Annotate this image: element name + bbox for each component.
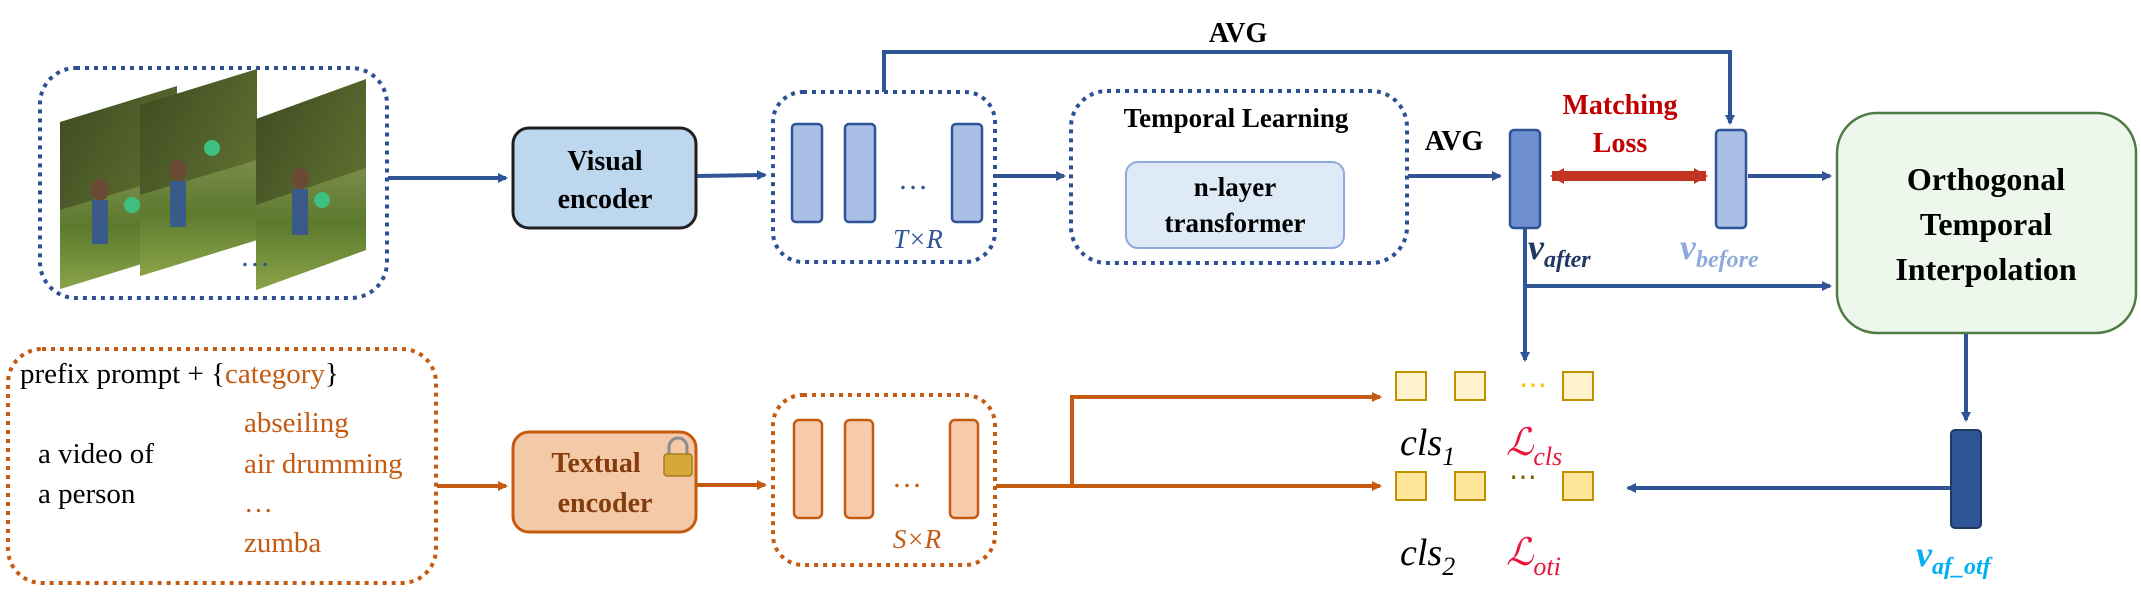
textual-token-ellipsis: … bbox=[892, 461, 922, 494]
textual-encoder: Textual encoder bbox=[511, 430, 698, 534]
oti-line1: Orthogonal bbox=[1907, 161, 2065, 197]
oti-line3: Interpolation bbox=[1895, 251, 2077, 287]
v-after-token bbox=[1508, 128, 1542, 230]
v-af-otf-label: vaf_otf bbox=[1916, 534, 1993, 580]
textual-token-n bbox=[948, 418, 980, 520]
visual-token-group: … T×R bbox=[771, 90, 997, 264]
textual-token-group: … S×R bbox=[771, 393, 997, 567]
arrow-text-to-cls1 bbox=[1070, 392, 1382, 486]
temporal-learning: Temporal Learning n-layer transformer bbox=[1069, 89, 1409, 265]
textual-token-box bbox=[771, 393, 997, 567]
temporal-learning-box bbox=[1069, 89, 1409, 265]
avg-top-label: AVG bbox=[1209, 18, 1268, 49]
textual-token-1 bbox=[792, 418, 824, 520]
textual-encoder-line2: encoder bbox=[558, 488, 653, 519]
cls2-dots: ⋯ bbox=[1509, 462, 1537, 493]
textual-token-dims: S×R bbox=[893, 524, 942, 554]
textual-encoder-line1: Textual bbox=[551, 448, 640, 479]
lock-icon bbox=[663, 436, 693, 477]
category-1: abseiling bbox=[244, 407, 349, 439]
oti-module: Orthogonal Temporal Interpolation bbox=[1835, 111, 2138, 335]
prompt-box bbox=[6, 347, 438, 585]
cls-row-1: ⋯ bbox=[1395, 370, 1594, 401]
l-oti-label: ℒoti bbox=[1506, 532, 1561, 581]
prompt-example-line1: a video of bbox=[38, 438, 154, 470]
transformer-line1: n-layer bbox=[1194, 172, 1276, 202]
v-after-label: vafter bbox=[1528, 227, 1591, 273]
visual-token-1 bbox=[790, 122, 824, 224]
category-2: air drumming bbox=[244, 448, 403, 480]
temporal-learning-title: Temporal Learning bbox=[1124, 103, 1349, 133]
cls1-square-1 bbox=[1395, 371, 1427, 401]
cls2-square-n bbox=[1562, 471, 1594, 501]
textual-encoder-box bbox=[511, 430, 698, 534]
cls1-label: cls1 bbox=[1400, 422, 1455, 471]
category-ellipsis: … bbox=[244, 487, 273, 519]
v-before-label: vbefore bbox=[1680, 227, 1759, 273]
video-input-group: … bbox=[38, 66, 389, 300]
video-frame-2 bbox=[140, 69, 257, 276]
visual-token-2 bbox=[843, 122, 877, 224]
cls1-dots: ⋯ bbox=[1519, 370, 1547, 401]
cls2-label: cls2 bbox=[1400, 532, 1455, 581]
cls1-square-2 bbox=[1454, 371, 1486, 401]
cls2-square-2 bbox=[1454, 471, 1486, 501]
cls2-square-1 bbox=[1395, 471, 1427, 501]
visual-encoder-line2: encoder bbox=[558, 184, 653, 215]
matching-loss-line2: Loss bbox=[1593, 128, 1648, 159]
video-input-box bbox=[38, 66, 389, 300]
oti-box bbox=[1835, 111, 2138, 335]
textual-token-2 bbox=[843, 418, 875, 520]
l-cls-label: ℒcls bbox=[1506, 422, 1562, 471]
avg-mid-label: AVG bbox=[1425, 126, 1484, 157]
category-4: zumba bbox=[244, 527, 321, 559]
v-af-otf-token bbox=[1950, 429, 1982, 529]
prompt-example-line2: a person bbox=[38, 478, 136, 510]
visual-token-n bbox=[950, 122, 984, 224]
visual-encoder-box bbox=[511, 126, 698, 230]
oti-line2: Temporal bbox=[1920, 206, 2052, 242]
visual-token-ellipsis: … bbox=[898, 163, 928, 196]
matching-loss-line1: Matching bbox=[1562, 90, 1677, 121]
cls1-square-n bbox=[1562, 371, 1594, 401]
arrow-avg-to-v-before bbox=[882, 50, 1735, 125]
prompt-template: prefix prompt + {category} bbox=[20, 358, 339, 390]
video-frame-3 bbox=[256, 79, 366, 290]
transformer-box bbox=[1125, 161, 1345, 249]
frames-ellipsis: … bbox=[240, 240, 270, 273]
cls-row-2: ⋯ bbox=[1395, 462, 1594, 501]
prompt-group: prefix prompt + {category} a video of a … bbox=[6, 347, 438, 585]
arrow-visual-encoder-to-tokens bbox=[696, 170, 767, 181]
transformer-line2: transformer bbox=[1165, 208, 1306, 238]
visual-encoder-line1: Visual bbox=[567, 146, 642, 177]
visual-token-dims: T×R bbox=[893, 224, 943, 254]
v-before-token bbox=[1714, 128, 1748, 230]
visual-encoder: Visual encoder bbox=[511, 126, 698, 230]
